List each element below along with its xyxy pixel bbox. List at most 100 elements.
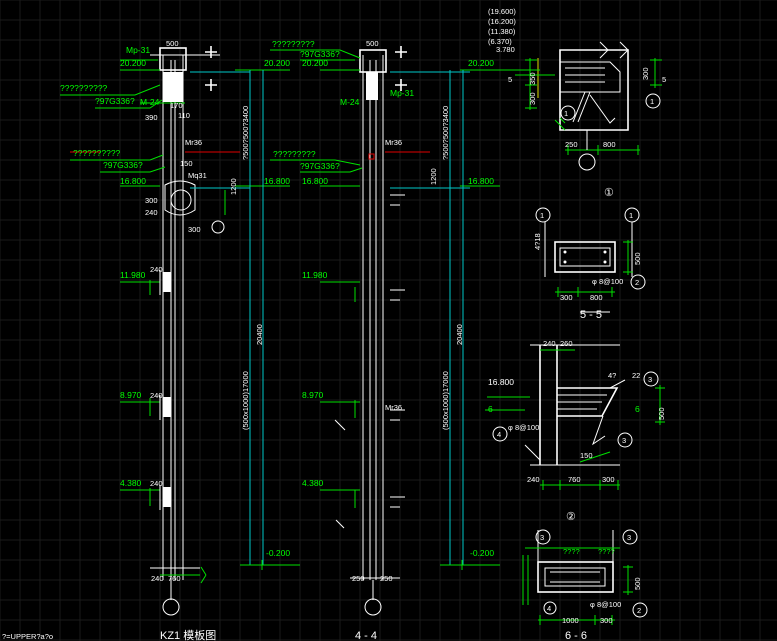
marker: 3 <box>622 436 626 445</box>
marker: 5 <box>508 75 512 84</box>
vertical-dim: 1200 <box>429 168 438 185</box>
dim-label: 240 <box>151 574 164 583</box>
dim-label: 110 <box>178 111 190 120</box>
left-title: KZ1 模板图 <box>160 628 216 641</box>
sec2-title: ② <box>566 511 576 523</box>
level-label: 11.980 <box>302 270 328 280</box>
dim-label: φ 8@100 <box>592 277 623 286</box>
marker: 3 <box>540 533 544 542</box>
dim-label: 240 <box>543 339 556 348</box>
status-text: ?=UPPER?a?o <box>2 632 53 641</box>
dim-label: 300 <box>600 616 613 625</box>
vertical-dim: (500x1000)17000 <box>441 371 450 430</box>
section-6-6 <box>522 529 648 625</box>
dim-label: 240 <box>527 475 540 484</box>
level-label: 16.800 <box>302 176 328 186</box>
callout-label: Mr36 <box>385 138 402 147</box>
level-label: 16.800 <box>488 377 514 387</box>
dim-label: 500 <box>633 252 642 265</box>
dim-label: 500 <box>366 39 379 48</box>
dim-label: 800 <box>590 293 603 302</box>
marker: 2 <box>635 278 639 287</box>
level-stack: (6.370) <box>488 37 512 46</box>
level-label: 20.200 <box>264 58 290 68</box>
callout-label: ?97G336? <box>300 161 340 171</box>
level-label: 20.200 <box>120 58 146 68</box>
level-label: -0.200 <box>470 548 494 558</box>
mid-title: 4 - 4 <box>355 630 377 641</box>
marker: 3 <box>627 533 631 542</box>
marker: 1 <box>564 109 568 118</box>
vertical-dim: 20400 <box>255 324 264 345</box>
dim-label: 300 <box>528 92 537 105</box>
callout-label: Mq31 <box>188 171 207 180</box>
callout-label: ????????? <box>273 149 316 159</box>
sec55-title: 5 - 5 <box>580 309 602 321</box>
dim-label: 390 <box>145 113 158 122</box>
level-stack: 3.780 <box>496 45 515 54</box>
dim-label: 300 <box>602 475 615 484</box>
dim-label: 1000 <box>562 616 579 625</box>
marker: 1 <box>650 97 654 106</box>
dim-label: 250 <box>565 140 578 149</box>
callout-label: ?????????? <box>73 148 121 158</box>
callout-label: ?97G336? <box>300 49 340 59</box>
dim-label: 800 <box>603 140 616 149</box>
dim-label: 250 <box>380 574 393 583</box>
dim-label: 500 <box>166 39 179 48</box>
callout-label: M-24 <box>140 97 160 107</box>
vertical-dim: (500x1000)17000 <box>241 371 250 430</box>
middle-column-elevation <box>270 46 500 616</box>
level-label: 4.380 <box>120 478 142 488</box>
dim-label: φ 8@100 <box>508 423 539 432</box>
dim-label: 760 <box>568 475 581 484</box>
dim-label: 240 <box>150 265 163 274</box>
dim-label: 350 <box>528 72 537 85</box>
level-stack: (11.380) <box>488 27 516 36</box>
level-label: 16.800 <box>468 176 494 186</box>
dim-label: 170 <box>170 101 183 110</box>
vertical-dim: ?500?500?3400 <box>241 106 250 160</box>
dim-label: 4?18 <box>533 233 542 250</box>
marker: 2 <box>637 606 641 615</box>
callout-label: Mr36 <box>185 138 202 147</box>
marker: 1 <box>629 211 633 220</box>
marker: 5 <box>662 75 666 84</box>
level-stack: (19.600) <box>488 7 516 16</box>
callout-label: ?????????? <box>60 83 108 93</box>
callout-label: Mp-31 <box>126 45 150 55</box>
marker: 3 <box>648 375 652 384</box>
level-label: 20.200 <box>302 58 328 68</box>
callout-label: Mr36 <box>385 403 402 412</box>
marker: 6 <box>635 404 640 414</box>
dim-label: 22 <box>632 371 640 380</box>
left-column-elevation <box>60 46 300 616</box>
dim-label: 300 <box>560 293 573 302</box>
level-label: 16.800 <box>264 176 290 186</box>
dim-label: 300 <box>641 67 650 80</box>
dim-label: 760 <box>168 574 181 583</box>
level-label: 16.800 <box>120 176 146 186</box>
level-stack: (16.200) <box>488 17 516 26</box>
marker: 6 <box>488 404 493 414</box>
level-label: 4.380 <box>302 478 324 488</box>
sec66-title: 6 - 6 <box>565 630 587 641</box>
marker: 1 <box>540 211 544 220</box>
marker: 4 <box>547 604 551 613</box>
dim-label: 240 <box>150 479 163 488</box>
section-1-detail <box>500 41 662 171</box>
dim-label: 500 <box>657 407 666 420</box>
dim-label: 4? <box>608 371 616 380</box>
vertical-dim: 20400 <box>455 324 464 345</box>
vertical-dim: 1200 <box>229 178 238 195</box>
dim-label: φ 8@100 <box>590 600 621 609</box>
dim-label: 150 <box>180 159 193 168</box>
level-label: 8.970 <box>120 390 142 400</box>
dim-label: ???? <box>598 547 615 556</box>
callout-label: M-24 <box>340 97 360 107</box>
level-label: 11.980 <box>120 270 146 280</box>
